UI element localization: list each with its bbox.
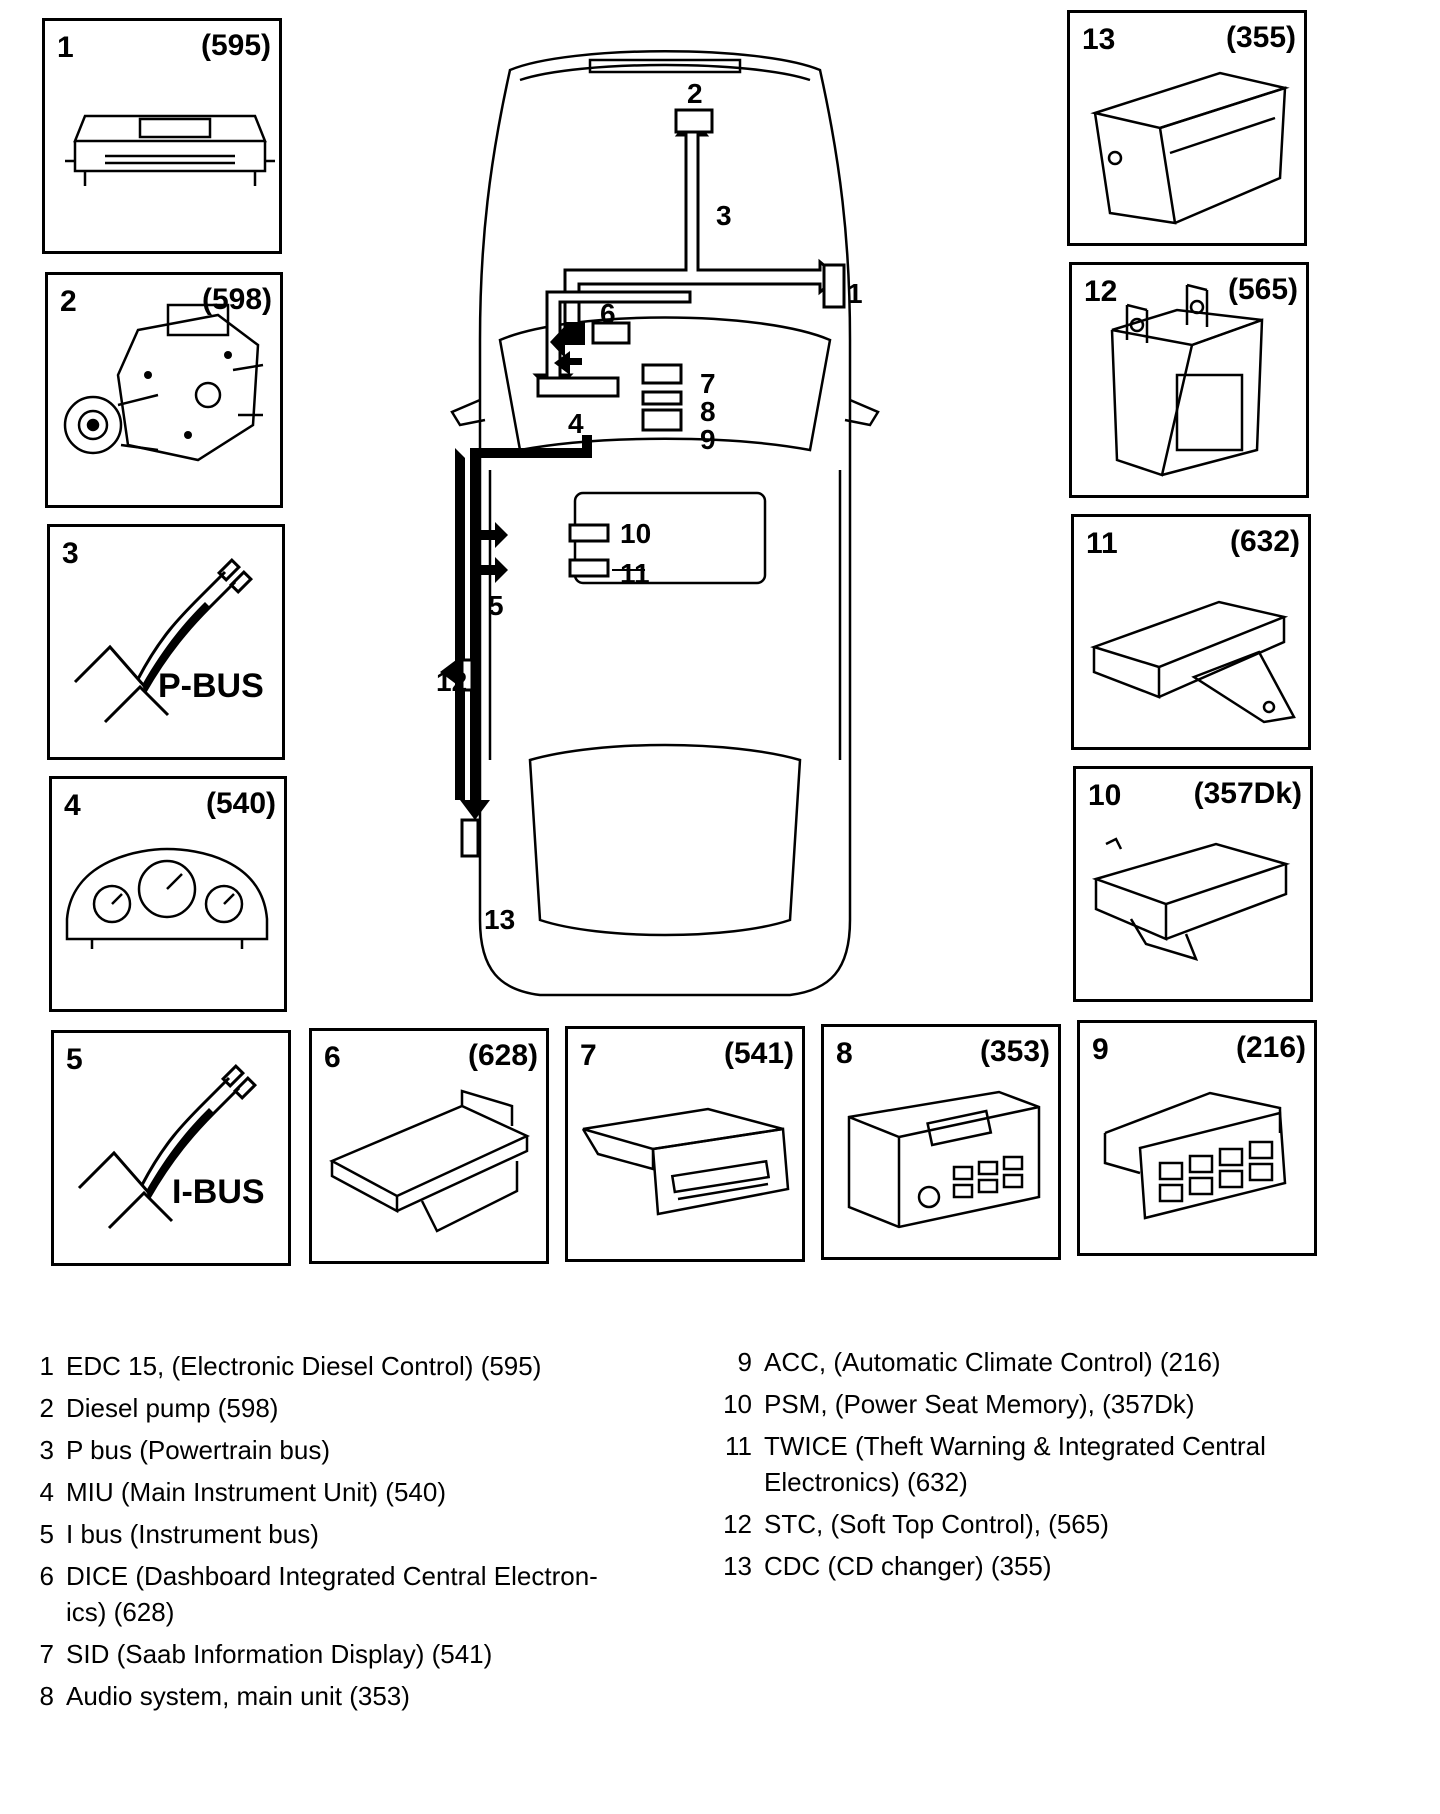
car-bus-diagram xyxy=(440,50,880,997)
component-box-2: 2 (598) xyxy=(45,272,283,508)
module-9-marker xyxy=(641,408,683,432)
component-number: 11 xyxy=(1086,527,1118,560)
component-code: (632) xyxy=(1229,525,1300,558)
component-box-6: 6 (628) xyxy=(309,1028,549,1264)
diagram-label-4: 4 xyxy=(568,408,584,439)
diagram-label-3: 3 xyxy=(716,200,732,231)
component-number: 1 xyxy=(57,31,74,64)
component-number: 7 xyxy=(580,1039,597,1072)
module-7-marker xyxy=(641,363,683,385)
component-box-11: 11 (632) xyxy=(1071,514,1311,750)
ecu-illustration xyxy=(65,114,275,186)
component-number: 12 xyxy=(1084,275,1118,308)
dice-unit-illustration xyxy=(329,1089,530,1233)
component-number: 13 xyxy=(1082,23,1116,56)
component-code: (598) xyxy=(201,283,272,316)
component-number: 6 xyxy=(324,1041,341,1074)
module-13-marker xyxy=(460,818,480,858)
component-code: (353) xyxy=(979,1035,1050,1068)
sid-display-illustration xyxy=(581,1107,790,1216)
instrument-cluster-illustration xyxy=(65,847,269,949)
acc-panel-illustration xyxy=(1103,1091,1287,1220)
diagram-label-6: 6 xyxy=(600,298,616,329)
stc-module-illustration xyxy=(1110,283,1264,477)
component-number: 2 xyxy=(60,285,77,318)
diagram-label-11: 11 xyxy=(620,558,650,589)
i-bus-label: I-BUS xyxy=(172,1173,265,1211)
module-8-marker xyxy=(641,390,683,406)
component-box-10: 10 (357Dk) xyxy=(1073,766,1313,1002)
component-box-13: 13 (355) xyxy=(1067,10,1307,246)
twice-module-illustration xyxy=(1090,600,1296,724)
component-box-1: 1 (595) xyxy=(42,18,282,254)
diagram-label-1: 1 xyxy=(847,278,863,309)
module-1-marker xyxy=(822,263,846,309)
component-number: 9 xyxy=(1092,1033,1109,1066)
component-code: (355) xyxy=(1225,21,1296,54)
component-code: (357Dk) xyxy=(1193,777,1302,810)
i-bus-cable-icon xyxy=(77,1063,258,1230)
diagram-label-8: 8 xyxy=(700,396,716,427)
component-number: 10 xyxy=(1088,779,1122,812)
component-code: (541) xyxy=(723,1037,794,1070)
module-10-marker xyxy=(568,523,610,543)
component-code: (628) xyxy=(467,1039,538,1072)
diagram-label-13: 13 xyxy=(484,904,516,935)
audio-unit-illustration xyxy=(847,1090,1041,1229)
component-box-7: 7 (541) xyxy=(565,1026,805,1262)
component-box-3: 3 P-BUS xyxy=(47,524,285,760)
diagram-label-10: 10 xyxy=(620,518,652,549)
component-code: (216) xyxy=(1235,1031,1306,1064)
diagram-label-5: 5 xyxy=(488,590,504,621)
module-12-marker xyxy=(460,658,474,692)
diagram-label-12: 12 xyxy=(436,666,468,697)
component-box-12: 12 (565) xyxy=(1069,262,1309,498)
diagram-label-9: 9 xyxy=(700,424,716,455)
component-number: 3 xyxy=(62,537,79,570)
psm-module-illustration xyxy=(1091,837,1291,961)
component-box-9: 9 (216) xyxy=(1077,1020,1317,1256)
diagram-label-7: 7 xyxy=(700,368,716,399)
cd-changer-illustration xyxy=(1090,71,1290,225)
component-code: (565) xyxy=(1227,273,1298,306)
module-11-marker xyxy=(568,558,610,578)
p-bus-label: P-BUS xyxy=(158,667,264,705)
diagram-label-2: 2 xyxy=(687,78,703,109)
component-code: (595) xyxy=(200,29,271,62)
module-6-marker xyxy=(591,321,631,345)
component-number: 8 xyxy=(836,1037,853,1070)
module-4-marker xyxy=(536,376,620,398)
component-box-8: 8 (353) xyxy=(821,1024,1061,1260)
module-2-marker xyxy=(674,108,714,134)
p-bus-cable-icon xyxy=(73,557,254,724)
component-box-4: 4 (540) xyxy=(49,776,287,1012)
component-box-5: 5 I-BUS xyxy=(51,1030,291,1266)
component-code: (540) xyxy=(205,787,276,820)
component-number: 5 xyxy=(66,1043,83,1076)
component-number: 4 xyxy=(64,789,81,822)
diesel-pump-illustration xyxy=(63,303,264,462)
